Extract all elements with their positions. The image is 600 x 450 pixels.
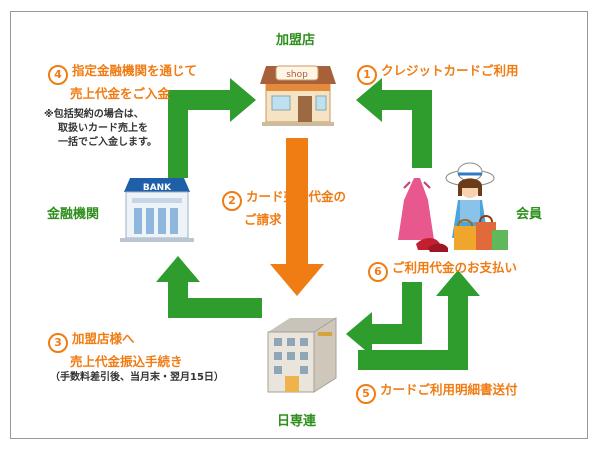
step-2-line2: ご請求 bbox=[244, 212, 282, 227]
step-3-label: 3 加盟店様へ 売上代金振込手続き bbox=[48, 330, 183, 371]
step-6-number: 6 bbox=[368, 262, 388, 282]
step-3-number: 3 bbox=[48, 333, 68, 353]
node-label-shop: 加盟店 bbox=[276, 33, 316, 48]
arrow-member-to-shop-head bbox=[356, 78, 382, 122]
arrow-member-to-shop bbox=[382, 90, 432, 168]
bank-icon: BANK bbox=[120, 178, 194, 242]
step-5-number: 5 bbox=[356, 384, 376, 404]
member-icon bbox=[398, 162, 508, 252]
step-2-line1: カード売上代金の bbox=[246, 189, 347, 204]
step-3-line1: 加盟店様へ bbox=[72, 331, 135, 346]
shop-icon: shop bbox=[260, 65, 336, 126]
arrow-shop-to-nissenren-head bbox=[270, 264, 324, 296]
step-3-note: （手数料差引後、当月末・翌月15日） bbox=[50, 372, 224, 383]
node-label-nissenren: 日専連 bbox=[277, 414, 317, 429]
step-6-text: ご利用代金のお支払い bbox=[392, 260, 518, 275]
step-1-number: 1 bbox=[357, 65, 377, 85]
step-4-number: 4 bbox=[48, 65, 68, 85]
node-label-bank: 金融機関 bbox=[47, 207, 100, 222]
step-4-note-line3: 一括でご入金します。 bbox=[58, 137, 157, 148]
arrow-shop-to-nissenren bbox=[286, 138, 308, 264]
arrow-nissenren-to-bank-head bbox=[156, 256, 200, 282]
step-2-number: 2 bbox=[222, 191, 242, 211]
step-5-text: カードご利用明細書送付 bbox=[380, 382, 518, 397]
node-label-member: 会員 bbox=[516, 207, 543, 222]
step-3-line2: 売上代金振込手続き bbox=[70, 354, 183, 369]
step-4-label: 4 指定金融機関を通じて 売上代金をご入金 bbox=[48, 62, 197, 102]
step-1-text: クレジットカードご利用 bbox=[381, 63, 519, 78]
step-6-label: 6 ご利用代金のお支払い bbox=[368, 259, 517, 282]
step-2-label: 2 カード売上代金の ご請求 bbox=[222, 188, 346, 229]
building-icon bbox=[267, 317, 337, 393]
step-5-label: 5 カードご利用明細書送付 bbox=[356, 381, 518, 404]
arrow-nissenren-to-member bbox=[358, 296, 468, 370]
arrow-bank-to-shop bbox=[168, 90, 230, 178]
step-1-label: 1 クレジットカードご利用 bbox=[357, 62, 519, 85]
step-4-line2: 売上代金をご入金 bbox=[70, 86, 171, 101]
step-4-note-line2: 取扱いカード売上を bbox=[58, 123, 148, 134]
arrow-bank-to-shop-head bbox=[230, 78, 256, 122]
diagram-frame bbox=[10, 11, 588, 439]
shop-sign-text: shop bbox=[286, 70, 308, 80]
arrow-nissenren-to-bank bbox=[168, 282, 262, 318]
bank-sign-text: BANK bbox=[143, 183, 172, 193]
arrow-member-to-nissenren-head bbox=[346, 312, 372, 356]
step-4-note: ※包括契約の場合は、 取扱いカード売上を 一括でご入金します。 bbox=[44, 108, 157, 150]
arrow-nissenren-to-member-head bbox=[436, 270, 480, 296]
step-4-note-line1: ※包括契約の場合は、 bbox=[44, 109, 144, 120]
arrow-member-to-nissenren bbox=[372, 282, 422, 344]
step-4-line1: 指定金融機関を通じて bbox=[72, 63, 198, 78]
